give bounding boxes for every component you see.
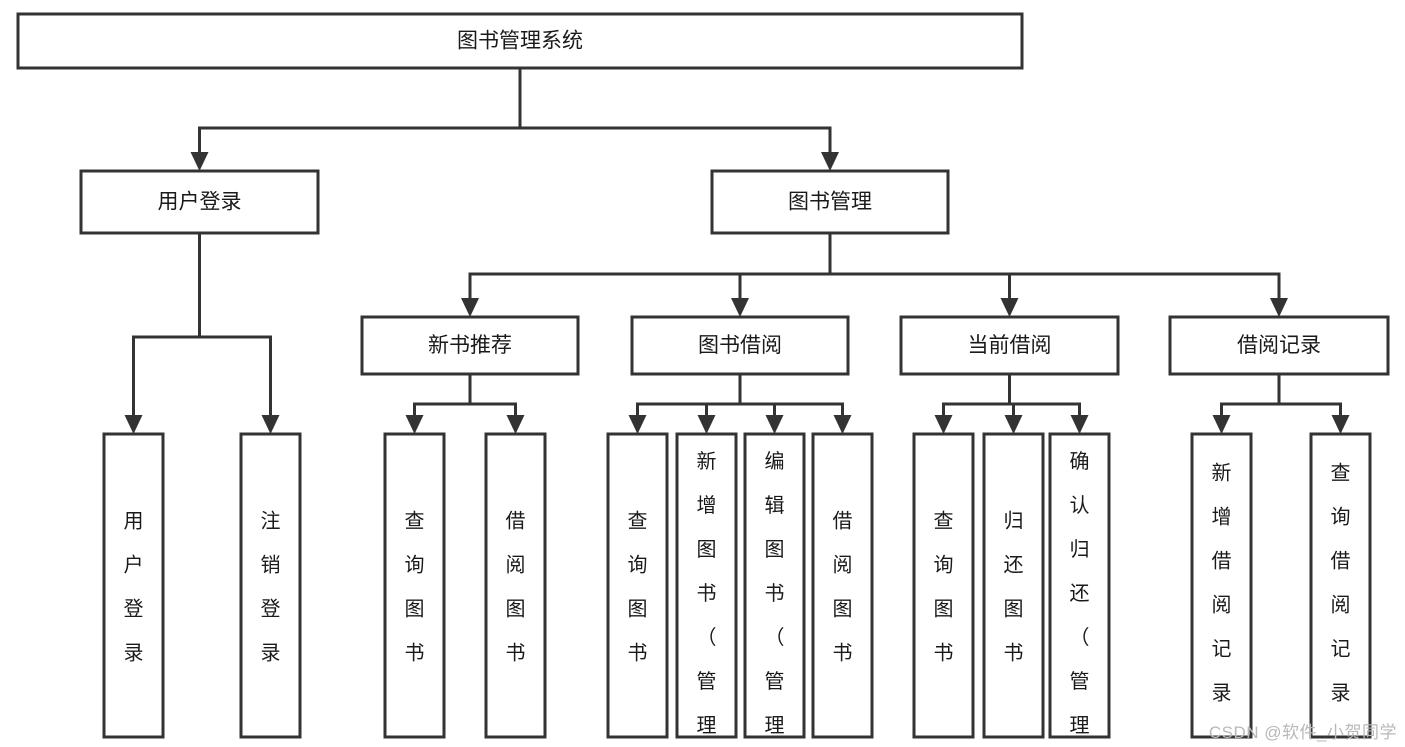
node-rect	[1168, 315, 1390, 376]
node-rect	[811, 432, 874, 739]
leaf-label: 查询图书	[934, 510, 954, 665]
leaf-label: 新增借阅记录	[1212, 462, 1232, 705]
leaf-node-leaf-return-book[interactable]: 归还图书	[982, 432, 1045, 739]
arrow-head-icon	[731, 298, 749, 317]
node-label: 图书管理系统	[457, 30, 583, 53]
leaf-label: 新增图书（管理员）	[697, 450, 717, 747]
arrow-head-icon	[934, 415, 953, 434]
arrow-head-icon	[833, 415, 852, 434]
node-rect	[16, 12, 1024, 70]
node-rect	[1190, 432, 1253, 739]
node-rect	[360, 315, 580, 376]
node-rect	[630, 315, 850, 376]
level2-node-book-manage[interactable]: 图书管理	[710, 169, 950, 235]
leaf-label: 查询图书	[405, 510, 425, 665]
leaf-node-leaf-user-login[interactable]: 用户登录	[102, 432, 165, 739]
arrow-head-icon	[628, 415, 647, 434]
level3-node-book-borrow[interactable]: 图书借阅	[630, 315, 850, 376]
node-rect	[102, 432, 165, 739]
node-rect	[1048, 432, 1111, 739]
arrow-head-icon	[190, 152, 209, 171]
leaf-node-leaf-add-record[interactable]: 新增借阅记录	[1190, 432, 1253, 739]
arrow-head-icon	[461, 298, 479, 317]
arrow-head-icon	[765, 415, 784, 434]
arrow-head-icon	[1212, 415, 1231, 434]
leaf-node-leaf-query-book-rec[interactable]: 查询图书	[383, 432, 446, 739]
leaf-node-leaf-edit-book[interactable]: 编辑图书（管理员）	[743, 432, 806, 747]
root-node-book-management-system[interactable]: 图书管理系统	[16, 12, 1024, 70]
level3-node-borrow-record[interactable]: 借阅记录	[1168, 315, 1390, 376]
level3-node-current-borrow[interactable]: 当前借阅	[899, 315, 1120, 376]
node-rect	[675, 432, 738, 739]
node-label: 图书借阅	[698, 334, 782, 357]
node-rect	[743, 432, 806, 739]
node-rect	[1309, 432, 1372, 739]
arrow-head-icon	[1331, 415, 1350, 434]
arrow-head-icon	[1070, 415, 1089, 434]
leaf-node-leaf-query-book-b[interactable]: 查询图书	[606, 432, 669, 739]
arrow-head-icon	[1004, 415, 1023, 434]
arrow-head-icon	[124, 415, 143, 434]
arrow-head-icon	[1270, 298, 1288, 317]
node-rect	[383, 432, 446, 739]
node-label: 借阅记录	[1237, 334, 1321, 357]
arrow-head-icon	[1000, 298, 1019, 317]
node-rect	[79, 169, 320, 235]
leaf-label: 注销登录	[261, 510, 281, 665]
node-rect	[899, 315, 1120, 376]
node-rect	[912, 432, 975, 739]
leaf-label: 编辑图书（管理员）	[765, 450, 785, 747]
node-rect	[239, 432, 302, 739]
leaf-node-leaf-add-book[interactable]: 新增图书（管理员）	[675, 432, 738, 747]
leaf-label: 查询图书	[628, 510, 648, 665]
leaf-label: 确认归还（管理员）	[1070, 450, 1090, 747]
node-rect	[710, 169, 950, 235]
leaf-label: 查询借阅记录	[1331, 462, 1351, 705]
node-rect	[484, 432, 547, 739]
connector-layer	[124, 66, 1350, 434]
csdn-watermark: CSDN @软件_小贺同学	[1208, 723, 1397, 742]
leaf-label: 归还图书	[1004, 510, 1024, 665]
node-label: 新书推荐	[428, 334, 512, 357]
leaf-node-leaf-query-book-c[interactable]: 查询图书	[912, 432, 975, 739]
node-label: 当前借阅	[968, 334, 1052, 357]
leaf-label: 借阅图书	[833, 510, 853, 665]
node-label: 图书管理	[788, 191, 872, 214]
leaf-node-leaf-borrow-book-rec[interactable]: 借阅图书	[484, 432, 547, 739]
arrow-head-icon	[821, 152, 839, 171]
level3-node-new-book-rec[interactable]: 新书推荐	[360, 315, 580, 376]
leaf-node-leaf-confirm-return[interactable]: 确认归还（管理员）	[1048, 432, 1111, 747]
arrow-head-icon	[506, 415, 525, 434]
leaf-node-leaf-borrow-book-b[interactable]: 借阅图书	[811, 432, 874, 739]
node-label: 用户登录	[158, 191, 242, 214]
node-rect	[982, 432, 1045, 739]
arrow-head-icon	[697, 415, 716, 434]
leaf-label: 借阅图书	[506, 510, 526, 665]
arrow-head-icon	[261, 415, 280, 434]
level2-node-user-login[interactable]: 用户登录	[79, 169, 320, 235]
arrow-head-icon	[405, 415, 424, 434]
node-rect	[606, 432, 669, 739]
leaf-node-leaf-query-record[interactable]: 查询借阅记录	[1309, 432, 1372, 739]
leaf-node-leaf-user-logout[interactable]: 注销登录	[239, 432, 302, 739]
node-layer: 图书管理系统用户登录图书管理新书推荐图书借阅当前借阅借阅记录用户登录注销登录查询…	[16, 12, 1390, 747]
leaf-label: 用户登录	[124, 511, 144, 665]
